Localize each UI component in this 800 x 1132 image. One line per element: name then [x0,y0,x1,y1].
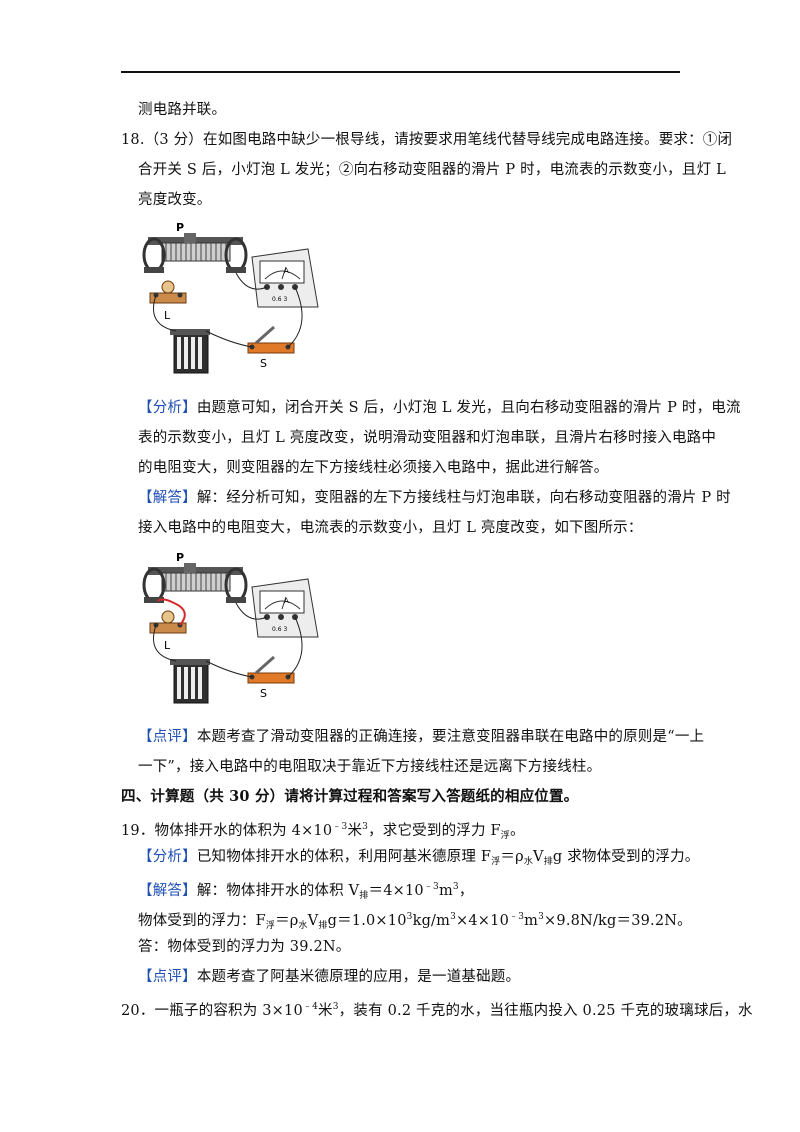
battery-icon [170,659,210,704]
label-l: L [164,639,171,652]
q18-line-1: 18.（3 分）在如图电路中缺少一根导线，请按要求用笔线代替导线完成电路连接。要… [121,132,733,148]
lamp-icon [149,280,187,304]
q19-line: 19．物体排开水的体积为 4×10﹣3米3，求它受到的浮力 F浮。 [121,822,525,841]
ammeter-scale: 0.6 3 [272,296,287,303]
analysis18-line-2: 表的示数变小，且灯 L 亮度改变，说明滑动变阻器和灯泡串联，且滑片右移时接入电路… [138,430,717,446]
added-wire [157,598,186,626]
label-p: P [176,551,184,564]
header-rule [121,71,680,73]
rheostat-icon [142,233,248,273]
comment19-line: 【点评】本题考查了阿基米德原理的应用，是一道基础题。 [138,969,521,985]
answer-tag: 【解答】 [138,883,197,899]
switch-icon [247,655,295,684]
rheostat-icon [142,563,248,603]
reply19-line: 答：物体受到的浮力为 39.2N。 [138,939,351,955]
lamp-icon [149,610,187,634]
analysis-tag: 【分析】 [138,400,197,416]
label-a: A [284,267,289,275]
comment18-line-1: 【点评】本题考查了滑动变阻器的正确连接，要注意变阻器串联在电路中的原则是“一上 [138,729,705,745]
q20-line: 20．一瓶子的容积为 3×10﹣4米3，装有 0.2 千克的水，当往瓶内投入 0… [121,1002,753,1019]
q18-line-3: 亮度改变。 [138,192,212,208]
analysis-tag: 【分析】 [138,849,197,865]
answer18-line-2: 接入电路中的电阻变大，电流表的示数变小，且灯 L 亮度改变，如下图所示： [138,520,643,536]
label-s: S [260,687,267,700]
section-heading: 四、计算题（共 30 分）请将计算过程和答案写入答题纸的相应位置。 [121,788,579,805]
label-p: P [176,221,184,234]
circuit-figure-original: P A 0.6 3 L S [142,221,319,374]
comment-tag: 【点评】 [138,729,197,745]
force19-line: 物体受到的浮力：F浮＝ρ水V排g＝1.0×103kg/m3×4×10﹣3m3×9… [138,912,692,931]
switch-icon [247,325,295,354]
analysis19-line: 【分析】已知物体排开水的体积，利用阿基米德原理 F浮＝ρ水V排g 求物体受到的浮… [138,849,700,867]
ammeter-icon: A 0.6 3 [251,248,319,308]
circuit-figure-solution: P A 0.6 3 L S [142,551,319,704]
label-s: S [260,357,267,370]
label-a: A [284,597,289,605]
answer-tag: 【解答】 [138,490,197,506]
label-l: L [164,309,171,322]
analysis18-line-3: 的电阻变大，则变阻器的左下方接线柱必须接入电路中，据此进行解答。 [138,460,609,476]
ammeter-scale: 0.6 3 [272,626,287,633]
comment-tag: 【点评】 [138,969,197,985]
ammeter-icon: A 0.6 3 [251,578,319,638]
battery-icon [170,329,210,374]
answer18-line-1: 【解答】解：经分析可知，变阻器的左下方接线柱与灯泡串联，向右移动变阻器的滑片 P… [138,490,731,506]
answer19-line: 【解答】解：物体排开水的体积 V排＝4×10﹣3m3， [138,882,474,901]
comment18-line-2: 一下”，接入电路中的电阻取决于靠近下方接线柱还是远离下方接线柱。 [138,759,602,775]
continued-text: 测电路并联。 [138,102,227,118]
q18-line-2: 合开关 S 后，小灯泡 L 发光；②向右移动变阻器的滑片 P 时，电流表的示数变… [138,162,726,178]
analysis18-line-1: 【分析】由题意可知，闭合开关 S 后，小灯泡 L 发光，且向右移动变阻器的滑片 … [138,400,741,416]
